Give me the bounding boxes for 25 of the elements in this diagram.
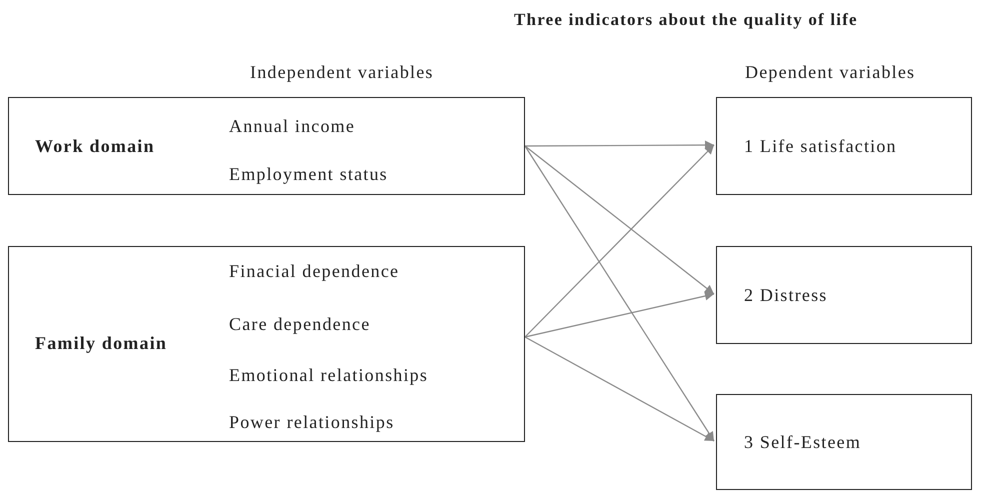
domain-heading: Work domain xyxy=(35,136,155,156)
diagram-title: Three indicators about the quality of life xyxy=(514,10,858,30)
variable-label: 3 Self-Esteem xyxy=(744,432,862,452)
domain-heading: Family domain xyxy=(35,333,168,353)
variable-label: 1 Life satisfaction xyxy=(744,136,897,156)
arrow xyxy=(524,146,714,294)
arrow xyxy=(524,144,714,338)
variable-label: Employment status xyxy=(229,164,388,184)
column-heading: Dependent variables xyxy=(745,62,916,82)
arrow xyxy=(524,336,714,442)
column-heading: Independent variables xyxy=(250,62,434,82)
variable-label: Care dependence xyxy=(229,314,370,334)
variable-box xyxy=(716,394,972,490)
variable-box xyxy=(716,97,972,195)
domain-box xyxy=(8,246,525,442)
arrow xyxy=(525,140,714,150)
variable-label: Emotional relationships xyxy=(229,365,428,385)
variable-label: Power relationships xyxy=(229,412,394,432)
arrow xyxy=(524,146,714,442)
variable-label: Finacial dependence xyxy=(229,261,400,281)
variable-label: Annual income xyxy=(229,116,356,136)
variable-label: 2 Distress xyxy=(744,285,828,305)
arrow xyxy=(524,292,714,338)
domain-box xyxy=(8,97,525,195)
variable-box xyxy=(716,246,972,344)
